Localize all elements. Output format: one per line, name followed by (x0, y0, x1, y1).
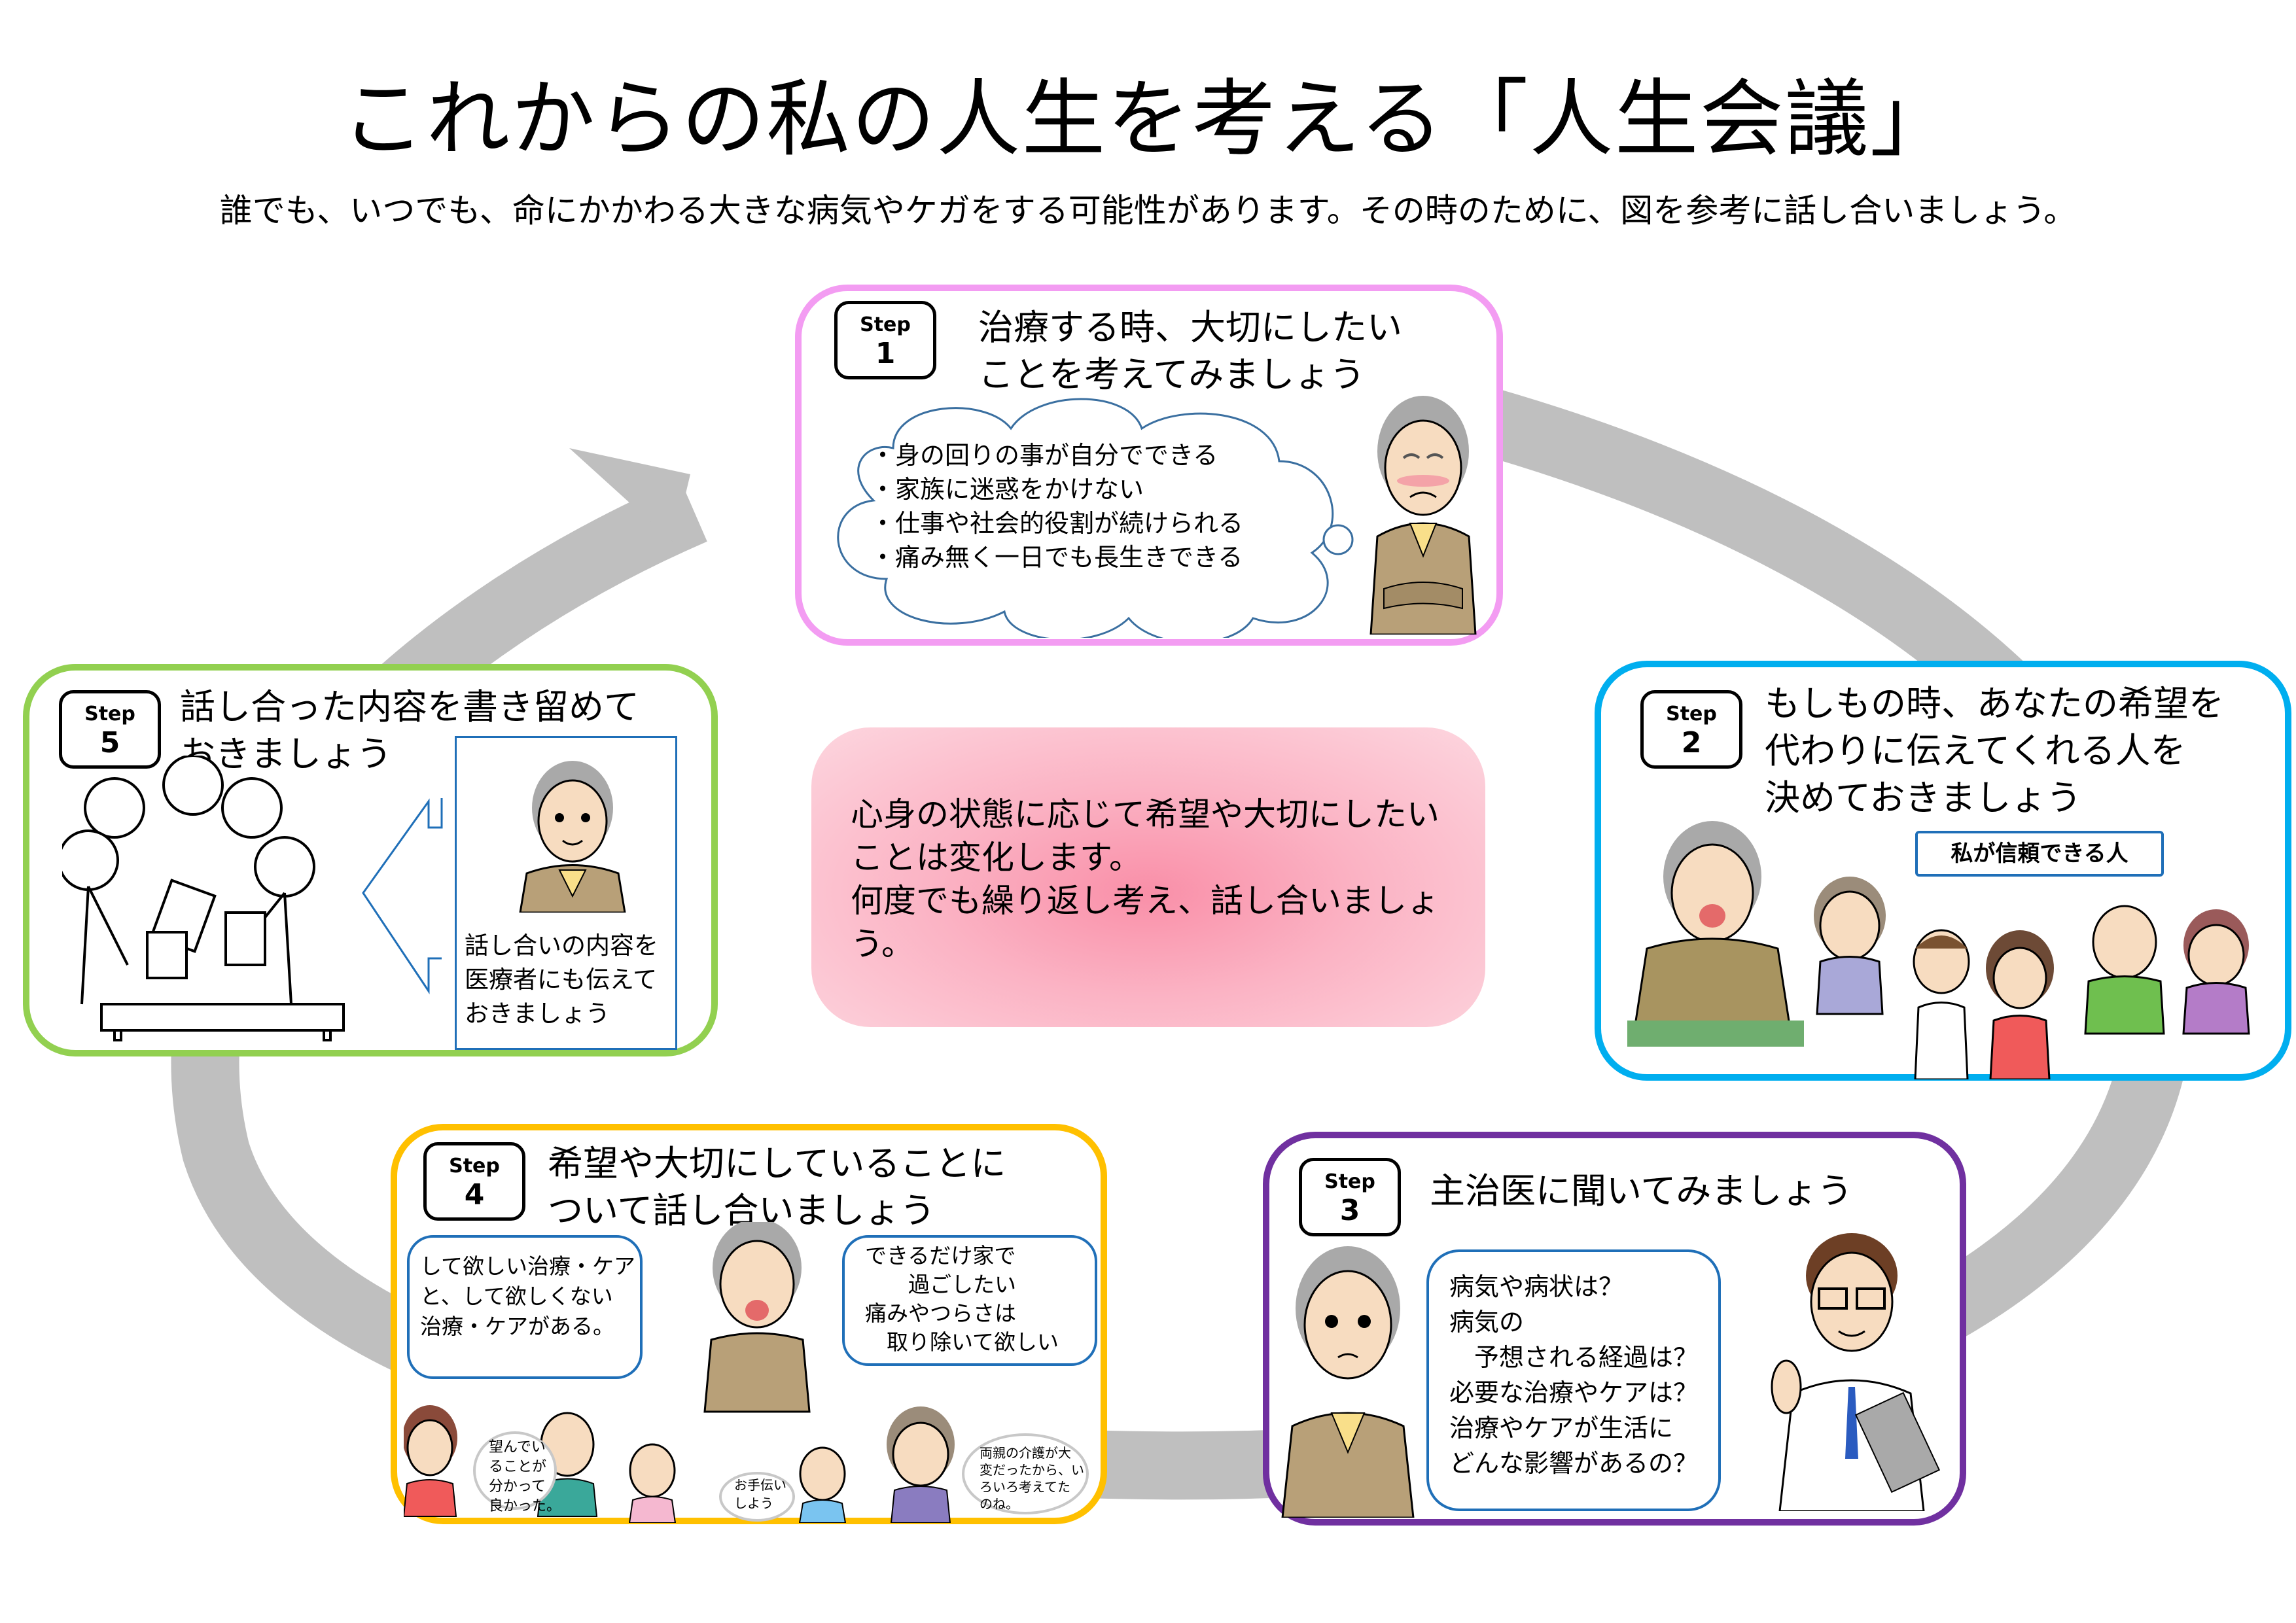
trusted-person-banner: 私が信頼できる人 (1915, 831, 2164, 877)
doctor-note-text: 話し合いの内容を 医療者にも伝えて おきましょう (465, 932, 658, 1028)
step-label: Step (449, 1155, 500, 1178)
step-number: 2 (1681, 726, 1702, 759)
step-3-title: 主治医に聞いてみましょう (1430, 1170, 1853, 1212)
doctor-illustration (1771, 1233, 1941, 1511)
step-label: Step (1666, 703, 1717, 725)
family-thought-2: お手伝い しよう (734, 1477, 786, 1511)
step-label: Step (860, 313, 911, 336)
group-meeting-at-table-illustration (62, 756, 345, 1041)
patient-question-bubble (1426, 1249, 1721, 1511)
thought-item: ・家族に迷惑をかけない (870, 475, 1144, 504)
step-5-title: 話し合った内容を書き留めて おきましょう (180, 686, 639, 775)
wish-bubble-left-text: して欲しい治療・ケア と、して欲しくない 治療・ケアがある。 (420, 1253, 636, 1339)
step-number: 1 (875, 337, 896, 370)
patient-questions: 病気や病状は？ 病気の 予想される経過は？ 必要な治療やケアは？ 治療やケアが生… (1449, 1272, 1699, 1478)
thought-cloud-icon (962, 1433, 1089, 1514)
thought-cloud-icon (837, 398, 1354, 638)
elderly-man-with-family-illustration (1627, 821, 2250, 1079)
smiling-elderly-man-illustration (519, 761, 626, 913)
family-thought-3: 両親の介護が大 変だったから、い ろいろ考えてた のね。 (980, 1445, 1084, 1512)
step-1-title: 治療する時、大切にしたい ことを考えてみましょう (978, 307, 1402, 395)
step-4-title: 希望や大切にしていることに ついて話し合いましょう (548, 1143, 1006, 1231)
step-label: Step (84, 703, 135, 725)
step-1-card: Step 1 治療する時、大切にしたい ことを考えてみましょう ・身の回りの事が… (795, 285, 1503, 646)
thought-item: ・痛み無く一日でも長生きできる (870, 543, 1243, 572)
elderly-man-arms-crossed-illustration (1369, 396, 1477, 635)
family-discussion-illustration (404, 1222, 955, 1523)
worried-elderly-man-illustration (1281, 1246, 1415, 1518)
thought-cloud-icon (719, 1472, 795, 1522)
wish-bubble-left (407, 1235, 643, 1379)
thought-cloud-icon (473, 1431, 557, 1510)
callout-pointer-icon (362, 798, 443, 994)
step-3-card: Step 3 主治医に聞いてみましょう 病気や病状は？ 病気の 予想される経過は… (1263, 1132, 1966, 1526)
step-4-card: Step 4 希望や大切にしていることに ついて話し合いましょう して欲しい治療… (391, 1124, 1107, 1524)
step-2-badge: Step 2 (1640, 690, 1742, 769)
step-3-badge: Step 3 (1299, 1158, 1401, 1236)
step-5-card: Step 5 話し合った内容を書き留めて おきましょう (23, 664, 718, 1056)
step-4-badge: Step 4 (423, 1142, 525, 1221)
thought-item: ・仕事や社会的役割が続けられる (870, 509, 1244, 538)
step-5-badge: Step 5 (59, 690, 161, 769)
step-2-title: もしもの時、あなたの希望を 代わりに伝えてくれる人を 決めておきましょう (1765, 683, 2224, 818)
step-1-thought-list: ・身の回りの事が自分でできる ・家族に迷惑をかけない ・仕事や社会的役割が続けら… (870, 438, 1243, 574)
center-message-box: 心身の状態に応じて希望や大切にしたいことは変化します。 何度でも繰り返し考え、話… (811, 727, 1485, 1027)
center-message-text: 心身の状態に応じて希望や大切にしたいことは変化します。 何度でも繰り返し考え、話… (851, 795, 1439, 963)
wish-bubble-right (842, 1235, 1097, 1366)
step-number: 4 (464, 1178, 485, 1212)
page-title: これからの私の人生を考える「人生会議」 (341, 71, 1955, 168)
step-number: 5 (99, 726, 120, 759)
step-2-card: Step 2 もしもの時、あなたの希望を 代わりに伝えてくれる人を 決めておきま… (1595, 661, 2291, 1081)
step-1-badge: Step 1 (834, 301, 936, 379)
step-number: 3 (1339, 1194, 1360, 1227)
wish-bubble-right-text: できるだけ家で 過ごしたい 痛みやつらさは 取り除いて欲しい (865, 1243, 1059, 1355)
page-subtitle: 誰でも、いつでも、命にかかわる大きな病気やケガをする可能性があります。その時のた… (219, 192, 2077, 230)
family-thought-1: 望んでい ることが 分かって 良かった。 (489, 1439, 561, 1514)
step-label: Step (1324, 1170, 1375, 1193)
trusted-person-banner-label: 私が信頼できる人 (1951, 841, 2128, 867)
cycle-arrowhead-icon (569, 448, 690, 543)
thought-item: ・身の回りの事が自分でできる (870, 441, 1218, 470)
